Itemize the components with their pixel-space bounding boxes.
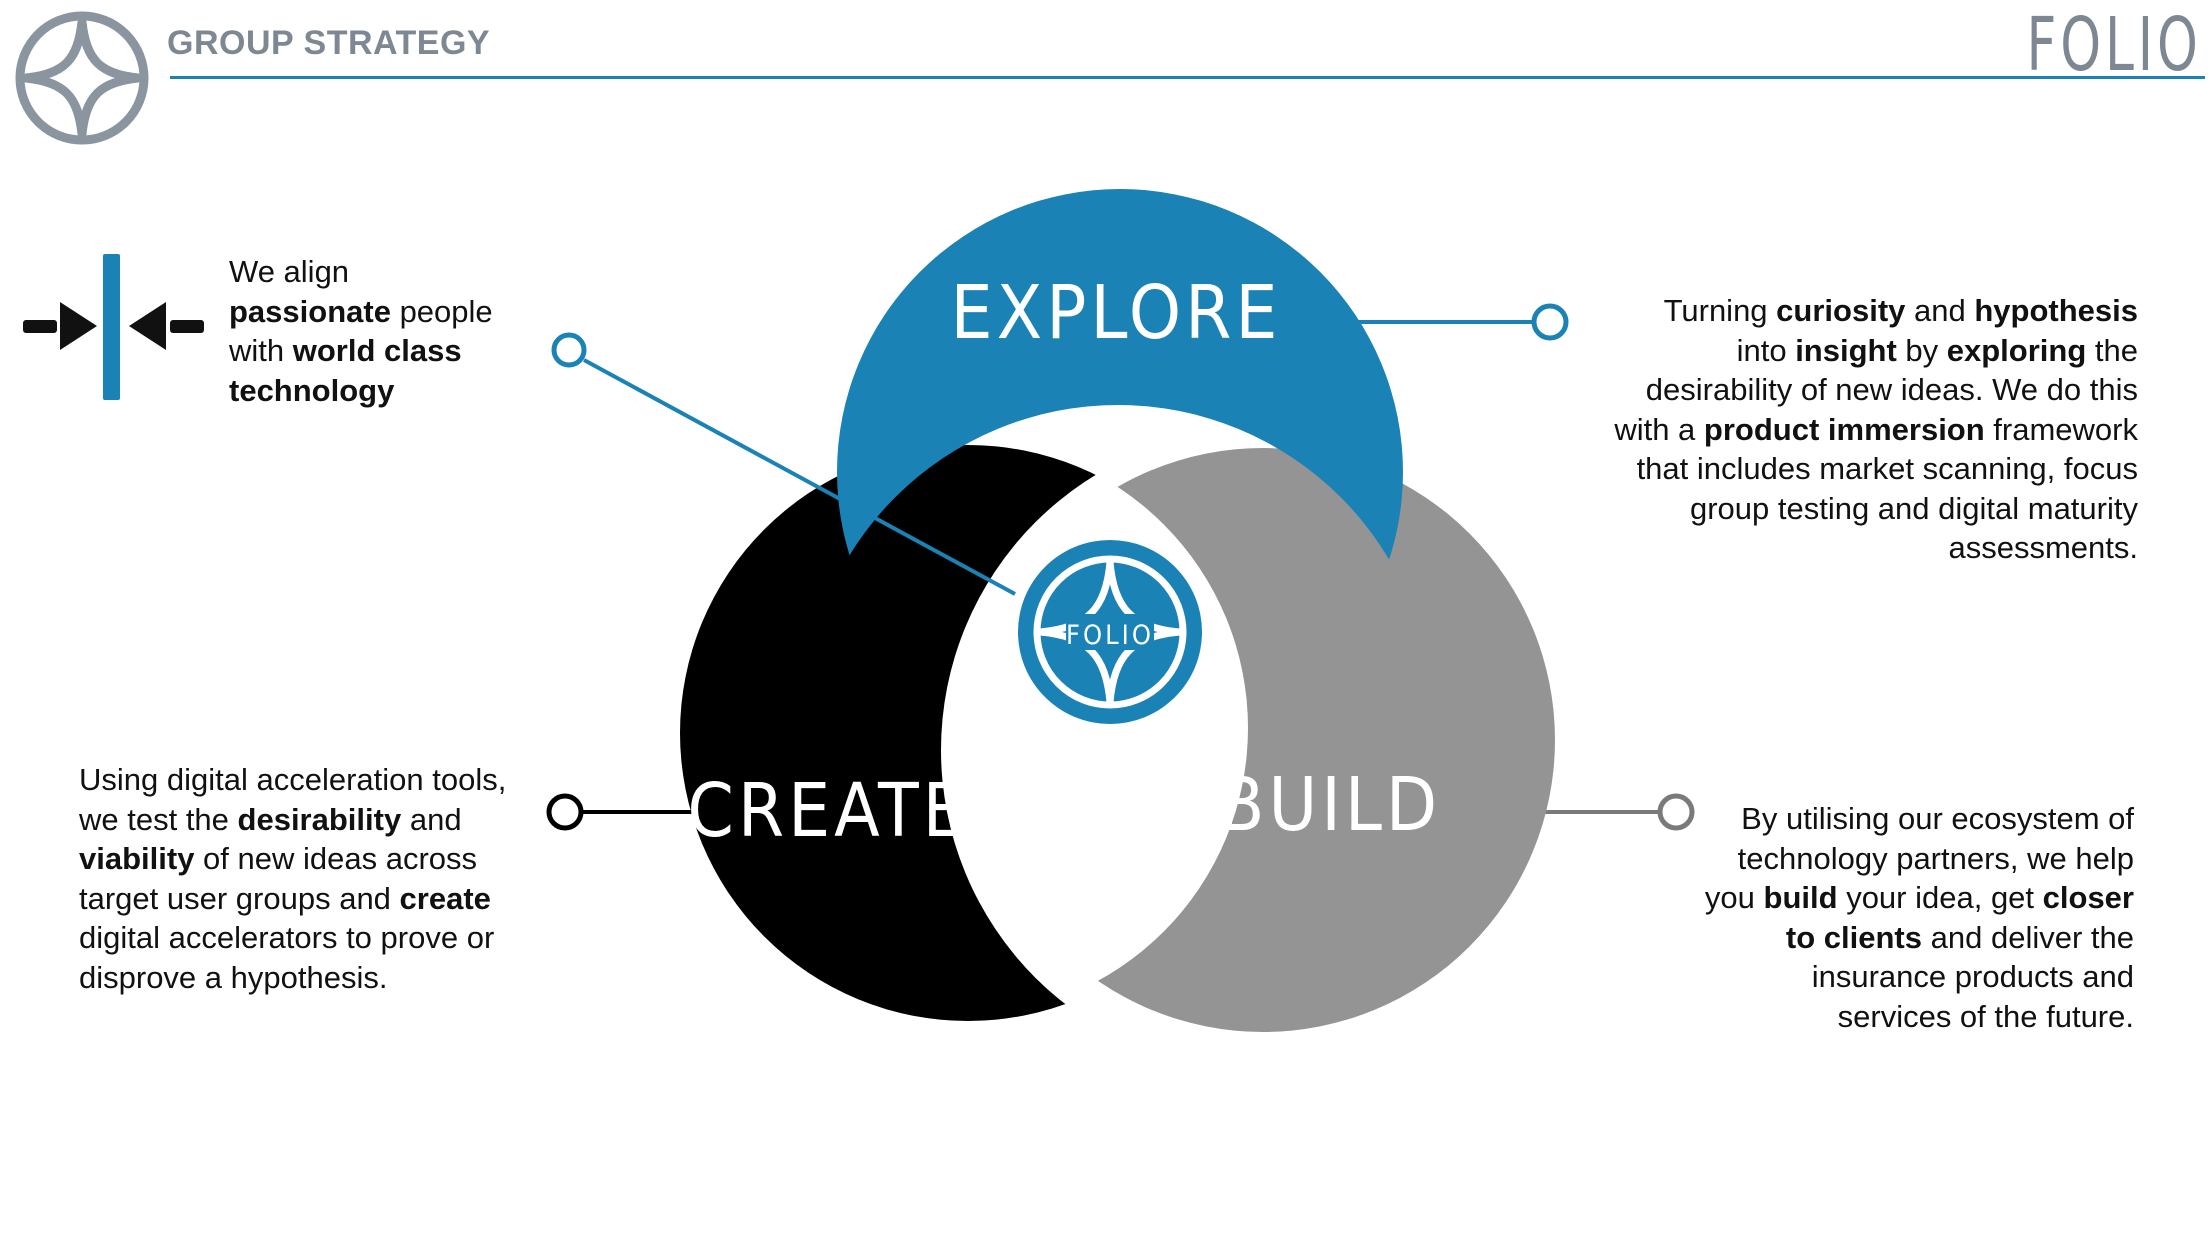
text-line: Turning curiosity and hypothesis [1614,291,2138,331]
text-run: that includes market scanning, focus [1636,451,2138,486]
text-line: we test the desirability and [79,800,506,840]
create-description: Using digital acceleration tools,we test… [79,760,506,997]
build-description: By utilising our ecosystem of technology … [1705,799,2134,1036]
text-line: to clients and deliver the [1705,918,2134,958]
text-run: disprove a hypothesis. [79,959,388,995]
text-run: the [2086,332,2138,368]
bold-text-run: product immersion [1703,411,1985,447]
text-line: By utilising our ecosystem of [1705,799,2134,839]
text-run: framework [1984,411,2138,447]
create-connector-dot [546,793,584,831]
bold-text-run: world class [292,333,462,368]
text-run: By utilising our ecosystem of [1741,801,2134,836]
text-line: disprove a hypothesis. [79,958,506,998]
text-run: with a [1614,411,1704,447]
brand-wordmark: FOLIO [2026,2,2202,88]
bold-text-run: viability [79,841,195,876]
text-line: assessments. [1614,528,2138,568]
text-line: Using digital acceleration tools, [79,760,506,800]
text-run: and [1905,293,1975,328]
text-run: and deliver the [1922,919,2134,955]
align-connector-line [583,358,1016,596]
text-run: your idea, get [1837,880,2043,915]
text-run: by [1896,332,1947,368]
text-run: technology partners, we help [1737,840,2134,876]
center-folio-logo-icon: FOLIO [1018,540,1202,724]
text-line: passionate people [229,292,493,332]
text-line: insurance products and [1705,957,2134,997]
text-run: of new ideas across [194,841,478,876]
create-label: CREATE [687,768,968,854]
bold-text-run: technology [229,372,395,408]
align-arrows-icon [23,254,204,400]
text-line: you build your idea, get closer [1705,878,2134,918]
text-run: people [390,293,493,329]
bold-text-run: closer [2042,880,2134,915]
build-label: BUILD [1219,762,1441,848]
text-line: desirability of new ideas. We do this [1614,370,2138,410]
text-run: and [401,801,462,837]
text-line: with world class [229,331,493,371]
text-line: target user groups and create [79,879,506,919]
text-line: We align [229,252,493,292]
text-run: We align [229,254,350,289]
text-run: into [1736,332,1796,368]
bold-text-run: build [1763,880,1838,915]
text-line: viability of new ideas across [79,839,506,879]
text-line: group testing and digital maturity [1614,489,2138,529]
text-line: digital accelerators to prove or [79,918,506,958]
text-line: into insight by exploring the [1614,331,2138,371]
text-line: services of the future. [1705,997,2134,1037]
explore-label: EXPLORE [951,270,1282,356]
text-run: we test the [79,801,238,837]
bold-text-run: curiosity [1776,293,1906,328]
text-line: technology [229,371,493,411]
text-run: desirability of new ideas. We do this [1645,372,2138,407]
folio-logo-icon [15,11,149,145]
bold-text-run: passionate [229,293,391,329]
build-connector-dot [1657,793,1695,831]
explore-connector-dot [1531,303,1569,341]
bold-text-run: create [399,880,491,916]
text-run: Using digital acceleration tools, [79,762,507,797]
bold-text-run: insight [1795,332,1897,368]
bold-text-run: desirability [237,801,402,837]
text-line: with a product immersion framework [1614,410,2138,450]
text-line: that includes market scanning, focus [1614,449,2138,489]
text-run: group testing and digital maturity [1689,490,2138,526]
text-run: with [229,333,293,368]
text-run: services of the future. [1837,998,2134,1034]
text-run: Turning [1663,293,1777,328]
center-logo-text: FOLIO [1066,620,1154,651]
text-run: insurance products and [1811,959,2134,994]
text-run: digital accelerators to prove or [79,920,495,955]
text-run: assessments. [1948,530,2138,565]
explore-circle [837,189,1403,755]
text-run: target user groups and [79,880,400,916]
align-connector-dot [551,332,587,368]
bold-text-run: to clients [1785,919,1923,955]
text-run: you [1704,880,1764,915]
bold-text-run: hypothesis [1974,293,2138,328]
bold-text-run: exploring [1946,332,2087,368]
page-title: GROUP STRATEGY [167,24,491,62]
header-divider [170,76,2205,79]
text-line: technology partners, we help [1705,839,2134,879]
